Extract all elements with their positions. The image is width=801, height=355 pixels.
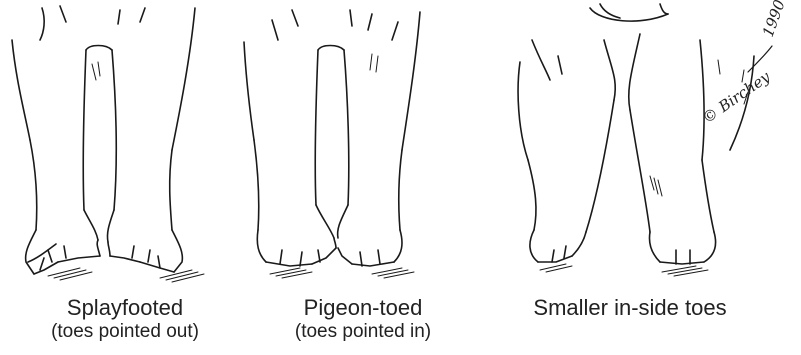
signature-name: © Birchey [699, 67, 774, 127]
splayfooted-legs-drawing [12, 6, 204, 282]
smaller-inside-toes-legs-drawing [518, 4, 754, 276]
caption-splayfooted: Splayfooted (toes pointed out) [20, 295, 230, 343]
artist-signature: © Birchey 1990 [699, 0, 789, 127]
pigeon-toed-legs-drawing [244, 10, 420, 278]
caption-title: Smaller in-side toes [500, 295, 760, 321]
caption-title: Pigeon-toed [258, 295, 468, 321]
signature-year: 1990 [759, 0, 789, 39]
caption-subtitle: (toes pointed in) [258, 321, 468, 343]
caption-pigeon-toed: Pigeon-toed (toes pointed in) [258, 295, 468, 343]
caption-title: Splayfooted [20, 295, 230, 321]
caption-subtitle: (toes pointed out) [20, 321, 230, 343]
caption-smaller-inside-toes: Smaller in-side toes [500, 295, 760, 321]
